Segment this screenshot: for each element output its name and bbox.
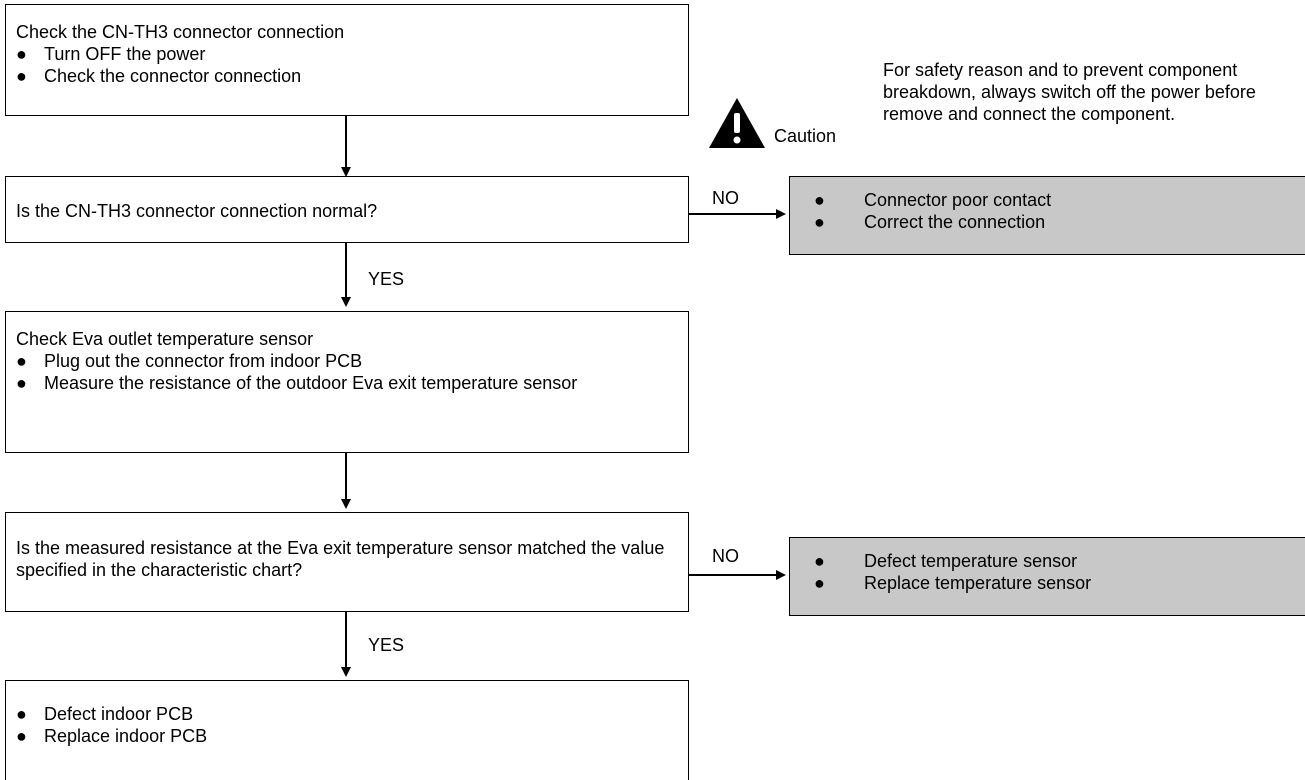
result-connector-poor-contact-box: ●Connector poor contact ●Correct the con… [789,176,1305,255]
list-item: ●Turn OFF the power [16,44,206,64]
final-defect-pcb-box: ●Defect indoor PCB ●Replace indoor PCB [5,680,689,780]
decision2-yes-label: YES [368,635,405,655]
bullet-glyph: ● [814,573,825,593]
list-item: ●Replace indoor PCB [16,726,208,746]
step-check-connector-box: Check the CN-TH3 connector connection ●T… [5,4,689,116]
bullet-glyph: ● [16,726,27,746]
final-defect-pcb-list: ●Defect indoor PCB ●Replace indoor PCB [16,703,678,747]
decision-connector-normal-box: Is the CN-TH3 connector connection norma… [5,176,689,243]
list-item: ●Defect indoor PCB [16,704,194,724]
decision2-no-label: NO [712,546,739,566]
bullet-glyph: ● [16,351,27,371]
bullet-glyph: ● [16,44,27,64]
decision1-no-label: NO [712,188,739,208]
bullet-glyph: ● [814,551,825,571]
bullet-glyph: ● [16,704,27,724]
step-check-sensor-list: ●Plug out the connector from indoor PCB … [16,350,678,394]
decision1-yes-label: YES [368,269,405,289]
decision-resistance-box: Is the measured resistance at the Eva ex… [5,512,689,612]
bullet-glyph: ● [814,190,825,210]
bullet-glyph: ● [16,66,27,86]
decision-connector-normal-question: Is the CN-TH3 connector connection norma… [16,201,378,221]
list-item: ●Connector poor contact [814,190,1052,210]
list-item: ●Correct the connection [814,212,1046,232]
result-connector-list: ●Connector poor contact ●Correct the con… [794,189,1298,233]
bullet-glyph: ● [16,373,27,393]
step-check-connector-title: Check the CN-TH3 connector connection [16,22,345,42]
list-item: ●Measure the resistance of the outdoor E… [16,373,578,393]
list-item: ●Defect temperature sensor [814,551,1078,571]
list-item: ●Replace temperature sensor [814,573,1092,593]
caution-note: For safety reason and to prevent compone… [883,60,1256,124]
list-item: ●Plug out the connector from indoor PCB [16,351,363,371]
bullet-glyph: ● [814,212,825,232]
step-check-sensor-box: Check Eva outlet temperature sensor ●Plu… [5,311,689,453]
caution-label: Caution [774,126,837,146]
decision-resistance-question: Is the measured resistance at the Eva ex… [16,538,665,580]
step-check-connector-list: ●Turn OFF the power ●Check the connector… [16,43,678,87]
result-sensor-list: ●Defect temperature sensor ●Replace temp… [794,550,1298,594]
caution-icon [709,98,765,148]
result-defect-sensor-box: ●Defect temperature sensor ●Replace temp… [789,537,1305,616]
step-check-sensor-title: Check Eva outlet temperature sensor [16,329,314,349]
list-item: ●Check the connector connection [16,66,302,86]
